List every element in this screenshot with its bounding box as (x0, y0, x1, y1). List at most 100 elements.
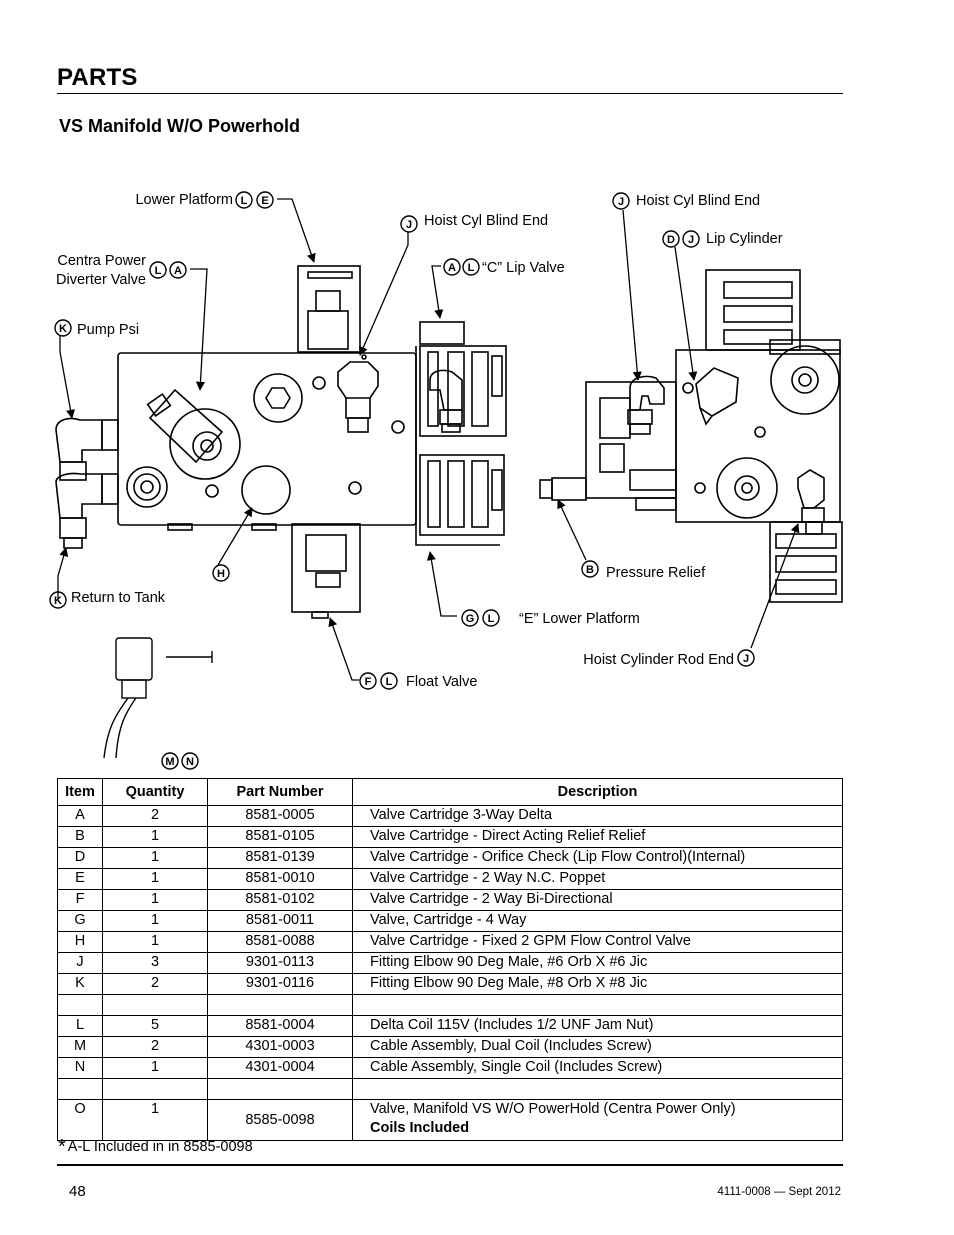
cell-part: 9301-0116 (207, 973, 353, 995)
footnote: *A-L Included in in 8585-0098 (58, 1136, 253, 1159)
cell-part: 9301-0113 (207, 952, 353, 974)
svg-text:J: J (618, 196, 624, 208)
cell-desc (352, 1078, 843, 1100)
cell-qty: 5 (102, 1015, 208, 1037)
cell-item: H (57, 931, 103, 953)
cell-desc: Valve Cartridge - 2 Way Bi-Directional (352, 889, 843, 911)
cell-part: 8581-0010 (207, 868, 353, 890)
badge-J: J (400, 215, 418, 233)
cell-desc (352, 994, 843, 1016)
footer-rule (57, 1164, 843, 1166)
desc-coils-included: Coils Included (370, 1120, 470, 1136)
cell-qty: 2 (102, 973, 208, 995)
header-item: Item (57, 778, 103, 806)
svg-text:M: M (165, 756, 174, 768)
cell-desc: Valve, Manifold VS W/O PowerHold (Centra… (352, 1099, 843, 1141)
badge-J: J (682, 230, 700, 248)
label-diverter-valve: Diverter Valve (56, 272, 146, 288)
badge-B: B (581, 560, 599, 578)
cell-item: K (57, 973, 103, 995)
label-lower-platform: Lower Platform (135, 192, 233, 208)
badge-F: F (359, 672, 377, 690)
left-manifold-drawing (55, 265, 507, 619)
label-lip-cylinder: Lip Cylinder (706, 231, 783, 247)
cell-part: 8581-0011 (207, 910, 353, 932)
badge-L: L (149, 261, 167, 279)
svg-text:E: E (261, 195, 268, 207)
cell-part: 8581-0004 (207, 1015, 353, 1037)
svg-text:H: H (217, 568, 225, 580)
table-row-last: O 1 8585-0098 Valve, Manifold VS W/O Pow… (57, 1099, 843, 1141)
cell-desc: Fitting Elbow 90 Deg Male, #8 Orb X #8 J… (352, 973, 843, 995)
cell-desc: Valve Cartridge - Fixed 2 GPM Flow Contr… (352, 931, 843, 953)
svg-text:B: B (586, 564, 594, 576)
cell-desc: Cable Assembly, Single Coil (Includes Sc… (352, 1057, 843, 1079)
svg-text:L: L (488, 613, 495, 625)
header-rule (57, 93, 843, 94)
badge-L: L (380, 672, 398, 690)
svg-text:G: G (466, 613, 475, 625)
badge-H: H (212, 564, 230, 582)
cell-part: 8581-0139 (207, 847, 353, 869)
cell-item: L (57, 1015, 103, 1037)
cell-part: 8581-0102 (207, 889, 353, 911)
desc-text: Valve, Manifold VS W/O PowerHold (Centra… (370, 1101, 736, 1117)
cell-item: M (57, 1036, 103, 1058)
svg-text:D: D (667, 234, 675, 246)
cell-qty (102, 994, 208, 1016)
label-pump-psi: Pump Psi (77, 322, 139, 338)
label-pressure-relief: Pressure Relief (606, 565, 706, 581)
cell-qty: 1 (102, 931, 208, 953)
label-centra-power: Centra Power (57, 253, 146, 269)
footnote-star: * (58, 1136, 66, 1158)
badge-N: N (181, 752, 199, 770)
cell-item: A (57, 805, 103, 827)
cell-desc: Fitting Elbow 90 Deg Male, #6 Orb X #6 J… (352, 952, 843, 974)
badge-K: K (49, 591, 67, 609)
svg-text:K: K (59, 323, 67, 335)
cell-desc: Valve, Cartridge - 4 Way (352, 910, 843, 932)
cell-qty: 2 (102, 1036, 208, 1058)
svg-text:A: A (174, 265, 182, 277)
cell-qty: 2 (102, 805, 208, 827)
cell-desc: Delta Coil 115V (Includes 1/2 UNF Jam Nu… (352, 1015, 843, 1037)
leader-lines (57, 198, 800, 681)
svg-text:J: J (688, 234, 694, 246)
label-c-lip-valve: “C” Lip Valve (482, 260, 565, 276)
svg-text:F: F (365, 676, 372, 688)
cell-item: F (57, 889, 103, 911)
document-id: 4111-0008 — Sept 2012 (717, 1186, 841, 1198)
cell-part: 8581-0088 (207, 931, 353, 953)
svg-text:K: K (54, 595, 62, 607)
badge-J: J (612, 192, 630, 210)
cell-part: 8585-0098 (207, 1099, 353, 1141)
badge-A: A (169, 261, 187, 279)
cell-item: D (57, 847, 103, 869)
cell-item (57, 1078, 103, 1100)
diagram-labels: Lower Platform Hoist Cyl Blind End Centr… (56, 192, 783, 690)
badge-J: J (737, 649, 755, 667)
svg-text:L: L (155, 265, 162, 277)
cell-part: 8581-0005 (207, 805, 353, 827)
cell-item: O (57, 1099, 103, 1141)
cell-qty: 1 (102, 910, 208, 932)
label-e-lower-platform: “E” Lower Platform (519, 611, 640, 627)
cell-qty: 1 (102, 868, 208, 890)
svg-text:A: A (448, 262, 456, 274)
svg-text:L: L (468, 262, 475, 274)
cell-desc: Valve Cartridge - 2 Way N.C. Poppet (352, 868, 843, 890)
cell-desc: Valve Cartridge - Direct Acting Relief R… (352, 826, 843, 848)
cell-qty: 1 (102, 1057, 208, 1079)
